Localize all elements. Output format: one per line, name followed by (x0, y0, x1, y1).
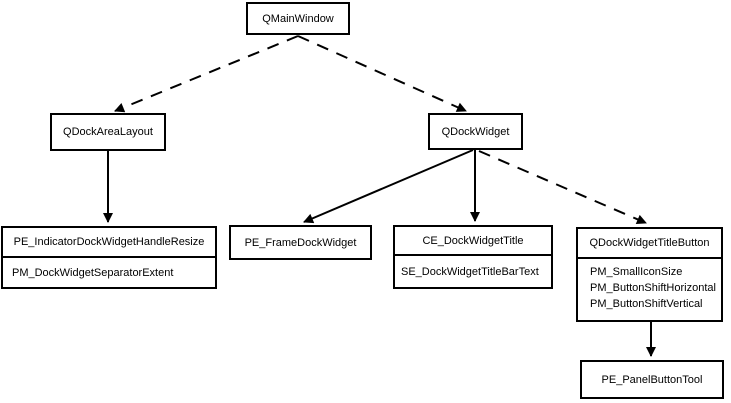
node-pe-panelbuttontool-label: PE_PanelButtonTool (601, 373, 703, 386)
node-pe-framedockwidget-label: PE_FrameDockWidget (244, 236, 357, 249)
node-qmainwindow-label: QMainWindow (262, 12, 334, 25)
edge-qdockwidget-pe-framedockwidget (303, 149, 474, 224)
node-qdockwidget: QDockWidget (428, 113, 523, 150)
record-title: CE_DockWidgetTitle (395, 227, 551, 256)
node-dock-area-styles: PE_IndicatorDockWidgetHandleResize PM_Do… (1, 226, 217, 289)
edge-qmainwindow-qdockarealayout (114, 35, 299, 113)
node-pe-panelbuttontool: PE_PanelButtonTool (580, 360, 724, 399)
node-qmainwindow: QMainWindow (246, 2, 350, 35)
record-item: PM_ButtonShiftVertical (590, 298, 703, 310)
record-item: PM_ButtonShiftHorizontal (590, 282, 716, 294)
record-item: PM_SmallIconSize (590, 266, 683, 278)
edge-qmainwindow-qdockwidget (297, 35, 467, 112)
node-qdockwidget-label: QDockWidget (441, 125, 510, 138)
node-title-button-styles: QDockWidgetTitleButton PM_SmallIconSize … (576, 227, 723, 322)
record-item: SE_DockWidgetTitleBarText (401, 265, 539, 278)
record-items: PM_SmallIconSize PM_ButtonShiftHorizonta… (578, 259, 721, 320)
node-qdockarealayout-label: QDockAreaLayout (63, 126, 153, 138)
record-title: QDockWidgetTitleButton (578, 229, 721, 259)
record-title: PE_IndicatorDockWidgetHandleResize (3, 228, 215, 258)
edge-qdockwidget-title-button-styles (478, 150, 647, 225)
record-items: PM_DockWidgetSeparatorExtent (3, 258, 215, 287)
node-qdockarealayout: QDockAreaLayout (50, 113, 166, 151)
node-pe-framedockwidget: PE_FrameDockWidget (229, 225, 372, 260)
node-dock-title-styles: CE_DockWidgetTitle SE_DockWidgetTitleBar… (393, 225, 553, 289)
record-items: SE_DockWidgetTitleBarText (395, 256, 551, 287)
record-item: PM_DockWidgetSeparatorExtent (12, 266, 174, 279)
